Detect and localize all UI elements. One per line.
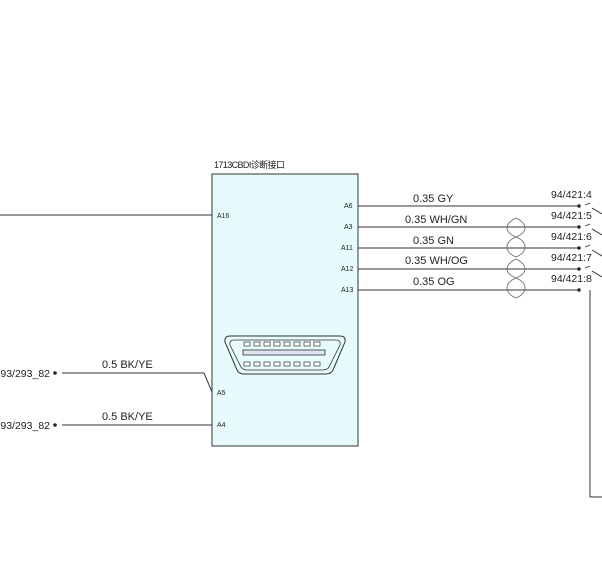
wire-a3-connector: 94/421:5 bbox=[551, 210, 592, 222]
wire-a11-spec: 0.35 GN bbox=[413, 235, 454, 247]
obd-pin-top bbox=[273, 341, 281, 347]
component-body bbox=[211, 173, 359, 447]
wire-a3-spec: 0.35 WH/GN bbox=[405, 214, 467, 226]
obd-pin-bottom bbox=[303, 361, 311, 367]
obd-pin-bottom bbox=[313, 361, 321, 367]
pin-label-a16: A16 bbox=[217, 213, 230, 220]
pin-label-a5: A5 bbox=[217, 390, 226, 397]
pin-label-a13: A13 bbox=[341, 287, 354, 294]
wire-a3[interactable] bbox=[358, 223, 602, 236]
wire-a4-spec: 0.5 BK/YE bbox=[102, 411, 153, 423]
obd-pin-top bbox=[253, 341, 261, 347]
obd-pin-top bbox=[243, 341, 251, 347]
pin-label-a3: A3 bbox=[344, 224, 353, 231]
wire-a13-connector: 94/421:8 bbox=[551, 273, 592, 285]
component-title: 1713CBDI诊断接口 bbox=[214, 159, 284, 170]
pin-label-a6: A6 bbox=[344, 203, 353, 210]
twisted-pair-a3-a11 bbox=[506, 217, 526, 258]
obd-pin-top bbox=[313, 341, 321, 347]
wire-a5[interactable] bbox=[53, 371, 213, 393]
obd-pin-bottom bbox=[263, 361, 271, 367]
obd-pin-bottom bbox=[283, 361, 291, 367]
pin-label-a4: A4 bbox=[217, 422, 226, 429]
obd-pin-bottom bbox=[293, 361, 301, 367]
wire-a13[interactable] bbox=[358, 288, 602, 498]
wire-a6-spec: 0.35 GY bbox=[413, 193, 454, 205]
wire-a5-connector: 93/293_82 bbox=[0, 368, 50, 380]
obd-pin-bottom bbox=[243, 361, 251, 367]
wire-a13-spec: 0.35 OG bbox=[413, 276, 455, 288]
obd-port-icon bbox=[224, 335, 346, 375]
obd-pin-top bbox=[293, 341, 301, 347]
obd-pin-bottom bbox=[273, 361, 281, 367]
wire-a6-connector: 94/421:4 bbox=[551, 189, 592, 201]
diagnostic-interface-component[interactable]: 1713CBDI诊断接口 bbox=[211, 159, 359, 447]
pin-label-a11: A11 bbox=[341, 245, 353, 252]
wire-a5-spec: 0.5 BK/YE bbox=[102, 359, 153, 371]
wire-a11[interactable] bbox=[358, 244, 602, 257]
wire-a12[interactable] bbox=[358, 265, 602, 278]
wire-a11-connector: 94/421:6 bbox=[551, 231, 592, 243]
obd-pin-top bbox=[283, 341, 291, 347]
wire-a12-spec: 0.35 WH/OG bbox=[405, 255, 468, 267]
wire-a4-connector: 93/293_82 bbox=[0, 420, 50, 432]
wire-a12-connector: 94/421:7 bbox=[551, 252, 592, 264]
wire-a4[interactable] bbox=[53, 423, 212, 427]
obd-pin-bottom bbox=[253, 361, 261, 367]
obd-pin-top bbox=[303, 341, 311, 347]
pin-label-a12: A12 bbox=[341, 266, 354, 273]
twisted-pair-a12-a13 bbox=[506, 258, 526, 299]
wire-a6[interactable] bbox=[358, 202, 602, 215]
obd-pin-top bbox=[263, 341, 271, 347]
